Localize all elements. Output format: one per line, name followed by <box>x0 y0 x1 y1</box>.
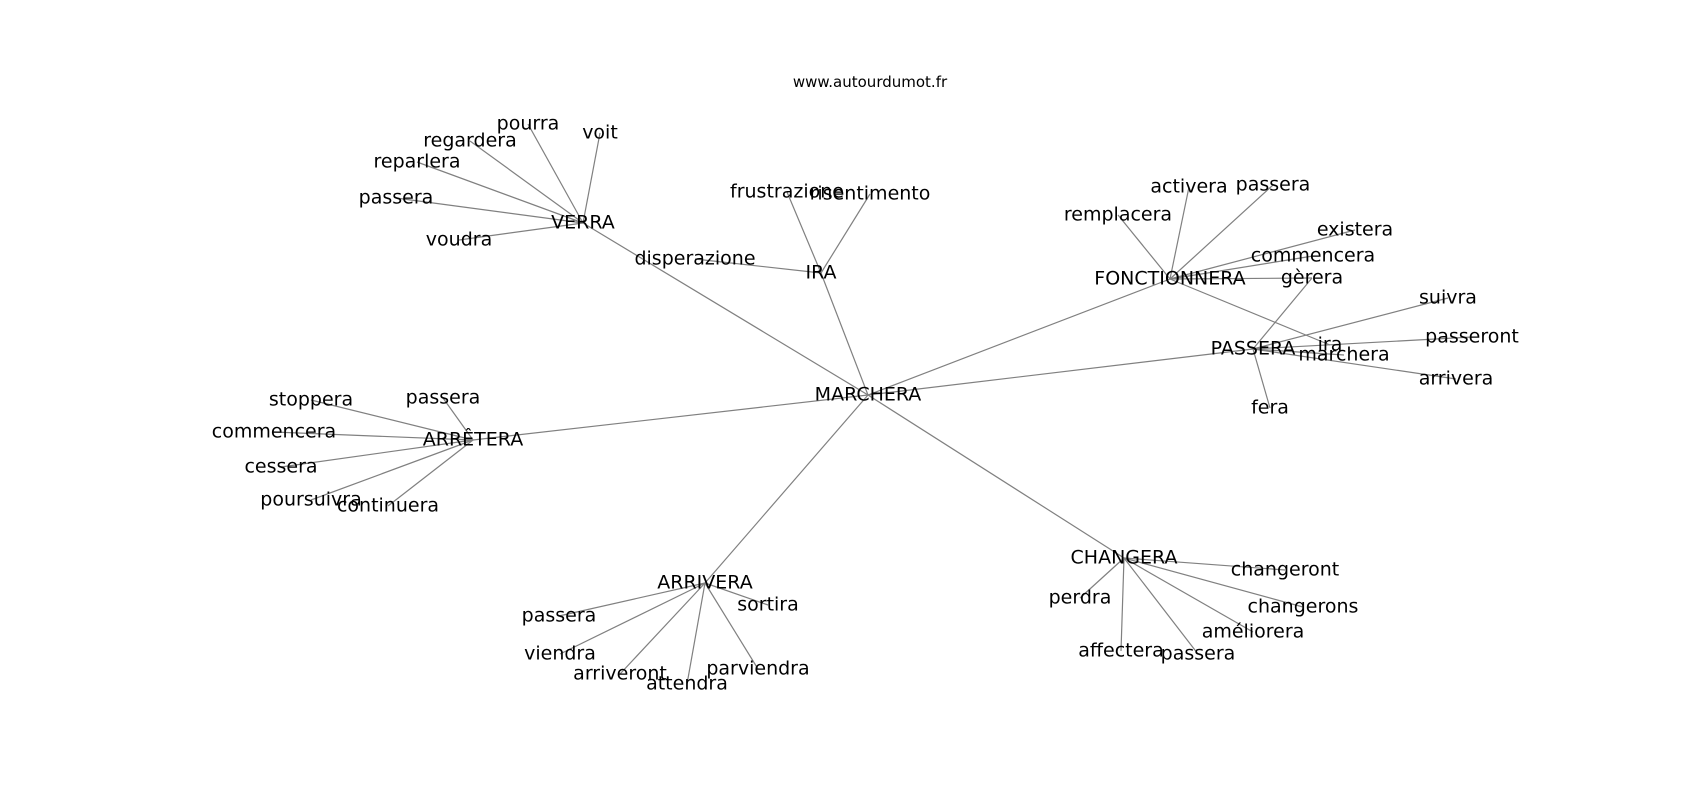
edge-passera-pass-suivra <box>1252 297 1449 350</box>
edge-verra-verra-passera <box>395 197 584 224</box>
edge-marchera-verra <box>582 222 869 396</box>
node-label-fonc-existera: existera <box>1317 219 1393 241</box>
node-label-changera: CHANGERA <box>1071 547 1178 569</box>
node-label-arretera: ARRÊTERA <box>423 428 523 451</box>
node-label-verra-passera: passera <box>359 187 434 209</box>
node-label-marchera: MARCHERA <box>815 384 922 406</box>
edge-arretera-arr-commencera <box>273 431 474 441</box>
node-label-verra-regardera: regardera <box>423 130 516 152</box>
node-label-fonc-activera: activera <box>1150 176 1227 198</box>
node-label-arv-attendra: attendra <box>646 673 728 695</box>
node-label-passera: PASSERA <box>1211 338 1296 360</box>
node-label-arr-cessera: cessera <box>244 456 317 478</box>
edge-passera-pass-marchera <box>1252 348 1345 356</box>
node-label-arr-commencera: commencera <box>212 421 336 443</box>
edge-marchera-arrivera <box>704 394 869 584</box>
node-label-disperazione: disperazione <box>634 248 755 270</box>
edge-arrivera-arv-attendra <box>686 582 706 685</box>
edge-changera-chg-changerons <box>1123 557 1304 608</box>
node-layer: MARCHERA VERRA voit pourraregarderareparler… <box>212 113 1519 695</box>
node-label-fonc-commencera: commencera <box>1251 245 1375 267</box>
edge-fonctionnera-fonc-gerera <box>1169 277 1313 280</box>
edge-changera-chg-passera <box>1123 557 1199 655</box>
edge-arretera-arr-passera <box>442 397 474 441</box>
node-label-pass-passeront: passeront <box>1425 326 1519 348</box>
edge-passera-fonc-gerera <box>1252 277 1313 350</box>
node-label-chg-affectera: affectera <box>1078 640 1163 662</box>
node-label-arv-parviendra: parviendra <box>706 658 809 680</box>
edge-arretera-arr-continuera <box>387 439 474 507</box>
edge-arretera-arr-stoppera <box>310 399 474 441</box>
node-label-ira-frustrazione: frustrazione <box>730 181 844 203</box>
edge-fonctionnera-fonc-commencera <box>1169 255 1314 280</box>
node-label-arv-arriveront: arriveront <box>573 663 667 685</box>
edge-arretera-arr-poursuivra <box>310 439 474 501</box>
edge-arrivera-arv-passera <box>558 582 706 617</box>
edge-fonctionnera-fonc-ira <box>1169 278 1331 346</box>
edge-verra-verra-voit <box>582 132 601 224</box>
node-label-arr-passera: passera <box>406 387 481 409</box>
node-label-chg-changeront: changeront <box>1231 559 1339 581</box>
edge-fonctionnera-fonc-activera <box>1169 186 1190 280</box>
edge-ira-ira-risentimento <box>820 193 871 274</box>
edge-arrivera-arv-parviendra <box>704 582 759 670</box>
edge-verra-verra-voudra <box>458 222 584 241</box>
node-label-fonc-ira: ira <box>1318 334 1343 356</box>
node-label-arv-viendra: viendra <box>524 643 596 665</box>
edge-verra-verra-regardera <box>469 140 584 224</box>
node-label-arv-passera: passera <box>522 605 597 627</box>
node-label-fonc-remplacera: remplacera <box>1064 204 1172 226</box>
edge-arretera-arr-cessera <box>280 439 474 468</box>
node-label-pass-arrivera: arrivera <box>1419 368 1494 390</box>
edge-arrivera-arv-arriveront <box>619 582 706 675</box>
edge-marchera-arretera <box>472 394 869 441</box>
edge-arrivera-arv-viendra <box>559 582 706 655</box>
node-label-fonctionnera: FONCTIONNERA <box>1094 268 1245 290</box>
edge-passera-pass-fera <box>1252 348 1271 409</box>
edge-fonctionnera-fonc-remplacera <box>1117 214 1171 280</box>
node-label-arr-stoppera: stoppera <box>269 389 353 411</box>
edge-ira-disperazione <box>694 258 822 274</box>
node-label-fonc-passera: passera <box>1236 174 1311 196</box>
edge-passera-pass-passeront <box>1252 336 1473 350</box>
node-label-arr-continuera: continuera <box>337 495 439 517</box>
node-label-pass-fera: fera <box>1251 397 1289 419</box>
edge-fonctionnera-fonc-passera <box>1169 184 1274 280</box>
edge-arrivera-arv-sortira <box>704 582 769 606</box>
source-label: www.autourdumot.fr <box>793 73 948 91</box>
node-label-arr-poursuivra: poursuivra <box>260 489 361 511</box>
node-label-chg-changerons: changerons <box>1248 596 1359 618</box>
node-label-fonc-gerera: gèrera <box>1281 267 1343 289</box>
edge-verra-verra-pourra <box>527 123 584 224</box>
node-label-chg-passera: passera <box>1161 643 1236 665</box>
node-label-chg-perdra: perdra <box>1049 587 1112 609</box>
node-label-verra-reparlera: reparlera <box>373 151 460 173</box>
node-label-chg-ameliorera: améliorera <box>1202 621 1305 643</box>
edge-passera-pass-arrivera <box>1252 348 1457 380</box>
node-label-verra-voit: voit <box>582 122 618 144</box>
node-label-arv-sortira: sortira <box>737 594 799 616</box>
node-label-ira: IRA <box>805 262 836 284</box>
node-label-verra-pourra: pourra <box>497 113 560 135</box>
node-label-pass-suivra: suivra <box>1419 287 1477 309</box>
node-label-pass-marchera: marchera <box>1298 344 1389 366</box>
edge-marchera-fonctionnera <box>867 278 1171 396</box>
edge-layer <box>273 123 1473 685</box>
node-label-verra: VERRA <box>551 212 615 234</box>
node-label-arrivera: ARRIVERA <box>657 572 752 594</box>
edge-ira-ira-frustrazione <box>786 191 822 274</box>
edge-verra-verra-reparlera <box>416 161 584 224</box>
edge-marchera-changera <box>867 394 1125 559</box>
edge-marchera-passera <box>867 348 1254 396</box>
edge-changera-chg-changeront <box>1123 557 1286 571</box>
edge-changera-chg-affectera <box>1120 557 1125 652</box>
edge-marchera-ira <box>820 272 869 396</box>
edge-fonctionnera-fonc-existera <box>1169 229 1356 280</box>
edge-changera-chg-perdra <box>1079 557 1125 599</box>
node-label-ira-risentimento: risentimento <box>810 183 931 205</box>
edge-changera-chg-ameliorera <box>1123 557 1254 633</box>
node-label-verra-voudra: voudra <box>426 229 492 251</box>
